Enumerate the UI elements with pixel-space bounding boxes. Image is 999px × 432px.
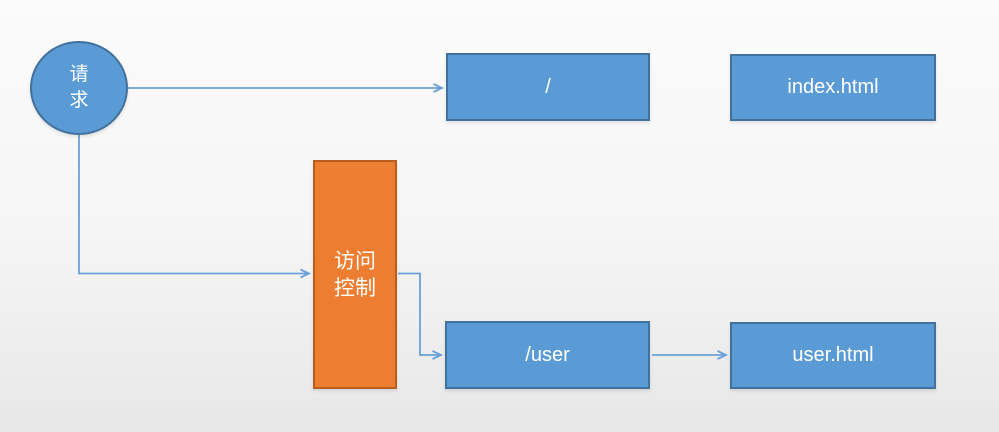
node-root-route: / (446, 53, 650, 121)
node-access-control-label-line1: 访问 (334, 249, 376, 273)
node-index-page: index.html (730, 54, 936, 121)
node-root-route-label: / (545, 75, 551, 98)
node-user-page-label: user.html (792, 344, 874, 366)
node-user-page: user.html (730, 322, 936, 389)
node-user-route-label: /user (525, 343, 570, 366)
arrow-access-control-to-user-route (398, 272, 444, 360)
node-request: 请 求 (30, 41, 128, 135)
node-user-route: /user (445, 321, 650, 389)
node-access-control: 访问 控制 (313, 160, 397, 389)
node-access-control-label-line2: 控制 (334, 276, 376, 300)
node-request-label-line2: 求 (69, 90, 89, 111)
node-index-page-label: index.html (787, 76, 879, 98)
arrow-request-to-access-control (78, 135, 312, 279)
node-request-label-line1: 请 (69, 64, 89, 85)
